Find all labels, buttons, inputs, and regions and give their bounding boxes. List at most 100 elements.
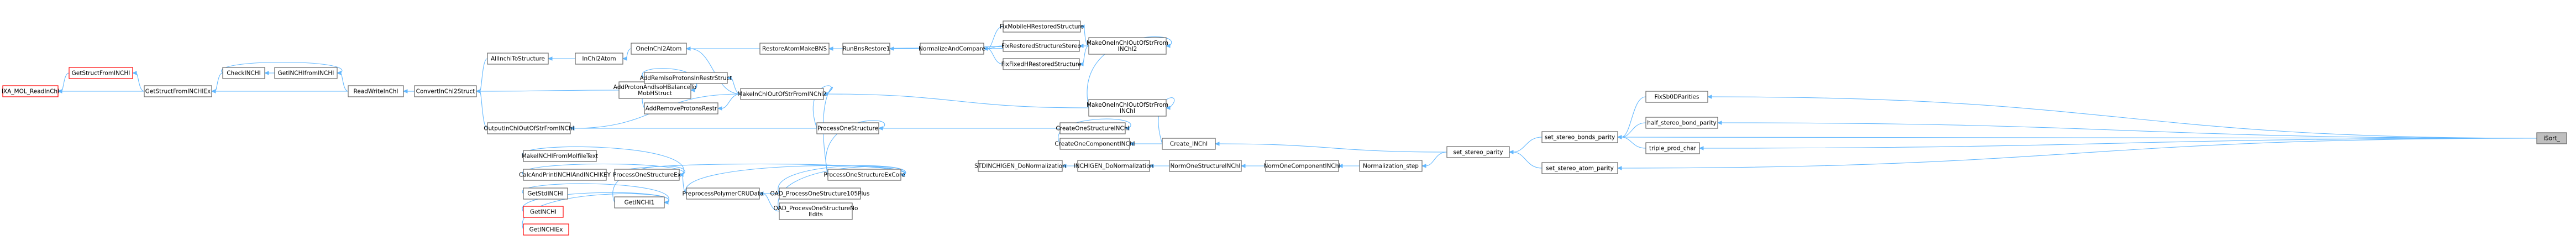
edge-n47-to-n45 — [1620, 96, 1646, 138]
node-getinchi[interactable]: GetINCHI — [523, 206, 564, 218]
arrowhead-n12-to-n11 — [690, 88, 695, 92]
node-inchi2atom[interactable]: InChI2Atom — [575, 53, 623, 65]
node-calcandprintinchiandinchikey[interactable]: CalcAndPrintINCHIAndINCHIKEY — [519, 169, 611, 181]
edge-root-to-n47 — [1711, 96, 2537, 139]
node-fixrestoredstructurestereo[interactable]: FixRestoredStructureStereo — [1001, 40, 1081, 52]
node-createonestructureinchi[interactable]: CreateOneStructureINChI — [1056, 122, 1130, 134]
node-box — [1645, 142, 1700, 154]
node-getstructfrominchi[interactable]: GetStructFromINCHI — [69, 67, 133, 79]
node-label: INChI2 — [1118, 46, 1137, 53]
node-label: IXA_MOL_ReadInChI — [2, 88, 59, 95]
node-getinchifrominchi[interactable]: GetINCHIfromINCHI — [274, 67, 338, 79]
arrowhead-root-to-n47 — [1707, 95, 1712, 99]
node-readwriteinchi[interactable]: ReadWriteInChI — [348, 85, 404, 97]
node-fixfixedhrestoredstructure[interactable]: FixFixedHRestoredStructure — [1001, 58, 1082, 70]
node-preprocesspolymercrudata[interactable]: PreprocessPolymerCRUData — [683, 187, 764, 200]
node-processonestructureex[interactable]: ProcessOneStructureEx — [613, 169, 681, 181]
arrowhead-n22-to-n21 — [1078, 62, 1084, 66]
node-label: INChI — [1120, 108, 1135, 114]
node-fixmobilehrestoredstructure[interactable]: FixMobileHRestoredStructure — [1000, 20, 1084, 33]
node-isort[interactable]: iSort_ — [2536, 132, 2567, 144]
node-restoreatommakebns[interactable]: RestoreAtomMakeBNS — [759, 43, 830, 55]
node-processonestructure[interactable]: ProcessOneStructure — [816, 122, 879, 134]
node-box — [686, 187, 760, 200]
node-label: InChI2Atom — [582, 56, 616, 62]
node-outputinchioutofstrfrominchi[interactable]: OutputInChIOutOfStrFromINChI — [484, 122, 574, 134]
arrowhead-n6-to-n5 — [336, 71, 342, 75]
node-set-stereo-parity[interactable]: set_stereo_parity — [1446, 146, 1510, 158]
node-box — [1359, 160, 1423, 172]
node-box — [69, 67, 133, 79]
arrowhead-n42-to-n41 — [1240, 164, 1246, 168]
node-makeinchioutofstrfrominchi2[interactable]: MakeInChIOutOfStrFromINChI2 — [737, 88, 827, 100]
node-label: half_stereo_bond_parity — [1647, 120, 1717, 127]
arrowhead-n36-to-n29 — [678, 173, 684, 177]
edge-n26-to-n25 — [1058, 118, 1131, 144]
node-ixa-mol-readinchi[interactable]: IXA_MOL_ReadInChI — [2, 85, 59, 97]
node-box — [631, 43, 687, 55]
node-oneinchi2atom[interactable]: OneInChI2Atom — [631, 43, 687, 55]
node-stdinchigen-donormalization[interactable]: STDINCHIGEN_DoNormalization — [974, 160, 1066, 172]
arrowhead-n16-to-n10 — [685, 46, 691, 51]
node-runbnsrestore1[interactable]: RunBnsRestore1 — [842, 43, 890, 55]
node-box — [759, 43, 830, 55]
node-fixsb0dparities[interactable]: FixSb0DParities — [1645, 91, 1708, 103]
node-processonestructureexcore[interactable]: ProcessOneStructureExCore — [823, 169, 905, 181]
node-addremisoprotonsinrestrstruct[interactable]: AddRemIsoProtonsInRestrStruct — [640, 72, 732, 84]
node-box — [740, 88, 824, 100]
arrowhead-n41-to-n40 — [1148, 164, 1154, 168]
node-label: FixRestoredStructureStereo — [1001, 43, 1081, 50]
node-label: GetINCHI1 — [625, 200, 655, 206]
node-checkinchi[interactable]: CheckINCHI — [222, 67, 265, 79]
node-getinchi1[interactable]: GetINCHI1 — [614, 196, 665, 208]
node-box — [523, 223, 569, 236]
node-box — [1169, 160, 1242, 172]
node-getstdinchi[interactable]: GetStdINCHI — [523, 187, 568, 200]
node-allinchitostructure[interactable]: AllInchiToStructure — [487, 53, 549, 65]
node-box — [1003, 40, 1080, 52]
node-addremoveprotonsrestr[interactable]: AddRemoveProtonsRestr — [644, 102, 718, 114]
call-graph-nodes: IXA_MOL_ReadInChI GetStructFromINCHI GetSt… — [2, 20, 2567, 236]
node-label: RunBnsRestore1 — [843, 46, 890, 53]
node-label: OneInChI2Atom — [636, 46, 682, 53]
node-box — [614, 196, 665, 208]
node-set-stereo-atom-parity[interactable]: set_stereo_atom_parity — [1541, 162, 1618, 174]
node-box — [1541, 131, 1618, 143]
call-graph-edges — [57, 24, 2537, 230]
node-inchigen-donormalization[interactable]: INCHIGEN_DoNormalization — [1074, 160, 1154, 172]
node-half-stereo-bond-parity[interactable]: half_stereo_bond_parity — [1645, 117, 1718, 129]
edge-n32-to-n29 — [612, 165, 685, 203]
node-oad-processonestructure105plus[interactable]: OAD_ProcessOneStructure105Plus — [770, 187, 870, 200]
node-label: Normalization_step — [1363, 163, 1419, 170]
node-convertinchi2struct[interactable]: ConvertInChI2Struct — [414, 85, 477, 97]
node-set-stereo-bonds-parity[interactable]: set_stereo_bonds_parity — [1541, 131, 1618, 143]
node-box — [978, 160, 1063, 172]
edge-n22-to-n21 — [1082, 45, 1089, 65]
node-box — [618, 81, 691, 99]
edge-n23-to-n15 — [826, 93, 1089, 108]
node-makeinchifrommolfiletext[interactable]: MakeINCHIFromMolfileText — [522, 150, 599, 162]
node-box — [1645, 91, 1708, 103]
node-triple-prod-char[interactable]: triple_prod_char — [1645, 142, 1700, 154]
node-create-inchi[interactable]: Create_INChI — [1162, 138, 1216, 150]
node-label: GetStructFromINCHI — [72, 70, 130, 77]
node-normonestructureinchi[interactable]: NormOneStructureINChI — [1169, 160, 1242, 172]
node-getstructfrominchiex[interactable]: GetStructFromINCHIEx — [144, 85, 212, 97]
node-createonecomponentinchi[interactable]: CreateOneComponentINChI — [1054, 138, 1135, 150]
node-label: ProcessOneStructure — [817, 126, 878, 132]
node-label: RestoreAtomMakeBNS — [762, 46, 827, 53]
node-normalization-step[interactable]: Normalization_step — [1359, 160, 1423, 172]
node-getinchiex[interactable]: GetINCHIEx — [523, 223, 569, 236]
edge-n27-to-n23 — [1158, 97, 1175, 144]
node-box — [348, 85, 404, 97]
node-label: set_stereo_bonds_parity — [1545, 134, 1615, 141]
node-normonecomponentinchi[interactable]: NormOneComponentINChI — [1263, 160, 1341, 172]
edge-n19-to-n18 — [987, 26, 1004, 49]
node-label: triple_prod_char — [1649, 145, 1697, 152]
arrowhead-n5-to-n4 — [264, 71, 269, 75]
node-normalizeandcompare[interactable]: NormalizeAndCompare — [919, 43, 985, 55]
